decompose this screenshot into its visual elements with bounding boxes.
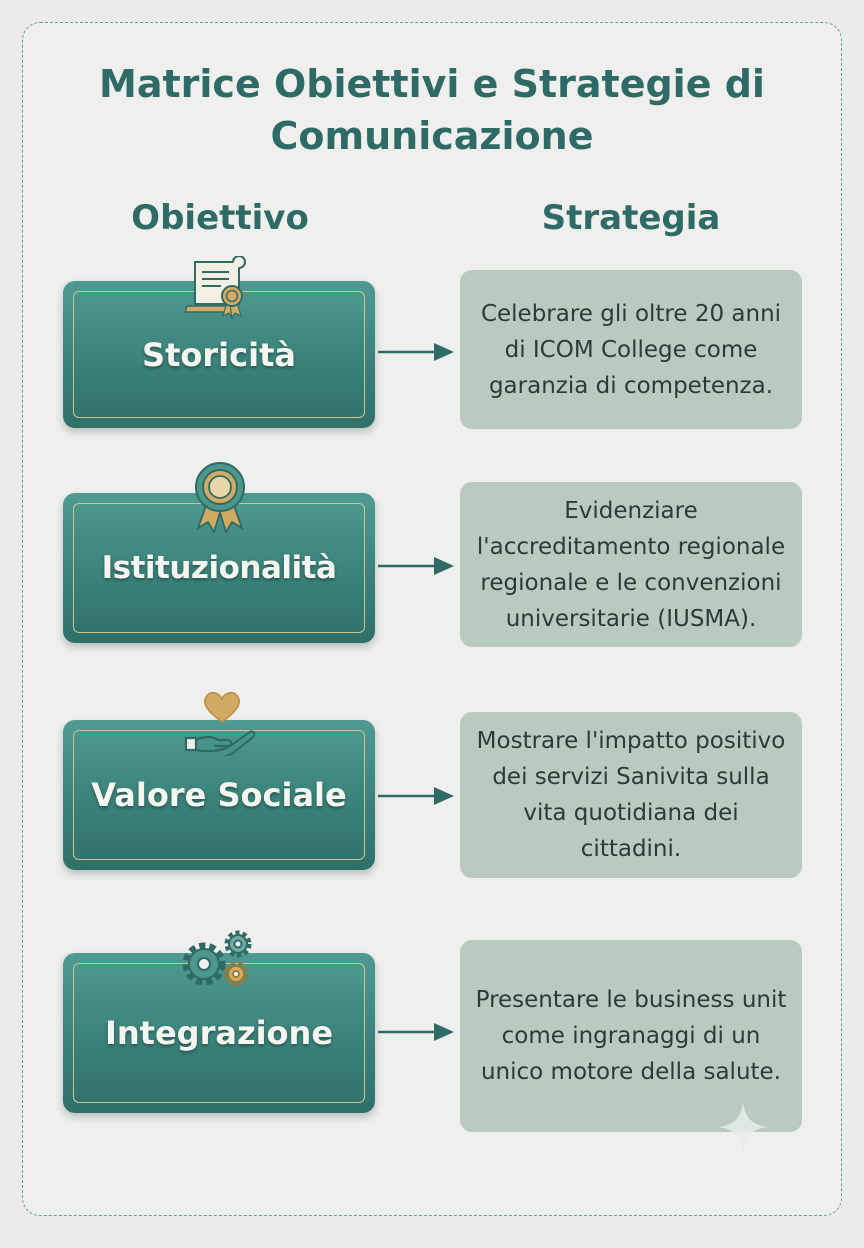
strategy-box-istituzionalita: Evidenziare l'accreditamento regionale r… bbox=[460, 482, 802, 647]
strategy-text: Evidenziare l'accreditamento regionale r… bbox=[476, 497, 786, 632]
objective-label: Storicità bbox=[142, 335, 296, 374]
objective-label: Valore Sociale bbox=[91, 776, 347, 814]
objective-label: Istituzionalità bbox=[101, 550, 337, 586]
arrow-right-icon bbox=[378, 787, 454, 805]
objective-box-inner-border: Storicità bbox=[73, 291, 365, 418]
strategy-text: Mostrare l'impatto positivo dei servizi … bbox=[476, 728, 786, 862]
gears-icon bbox=[182, 930, 252, 987]
heart-hand-icon bbox=[184, 691, 256, 756]
arrow-right-icon bbox=[378, 557, 454, 575]
strategy-box-valore-sociale: Mostrare l'impatto positivo dei servizi … bbox=[460, 712, 802, 878]
column-header-strategy: Strategia bbox=[541, 198, 721, 238]
arrow-right-icon bbox=[378, 343, 454, 361]
sparkle-icon bbox=[718, 1102, 768, 1152]
objective-box-integrazione: Integrazione bbox=[63, 953, 375, 1113]
strategy-text: Celebrare gli oltre 20 anni di ICOM Coll… bbox=[480, 300, 782, 399]
certificate-scroll-icon bbox=[185, 256, 247, 320]
award-rosette-icon bbox=[195, 462, 245, 534]
page-title: Matrice Obiettivi e Strategie di Comunic… bbox=[99, 62, 765, 158]
strategy-box-storicita: Celebrare gli oltre 20 anni di ICOM Coll… bbox=[460, 270, 802, 429]
objective-label: Integrazione bbox=[104, 1014, 334, 1052]
strategy-text: Presentare le business unit come ingrana… bbox=[475, 987, 787, 1085]
strategy-box-integrazione: Presentare le business unit come ingrana… bbox=[460, 940, 802, 1132]
column-header-objective: Obiettivo bbox=[131, 198, 309, 238]
objective-box-inner-border: Valore Sociale bbox=[73, 730, 365, 860]
arrow-right-icon bbox=[378, 1023, 454, 1041]
